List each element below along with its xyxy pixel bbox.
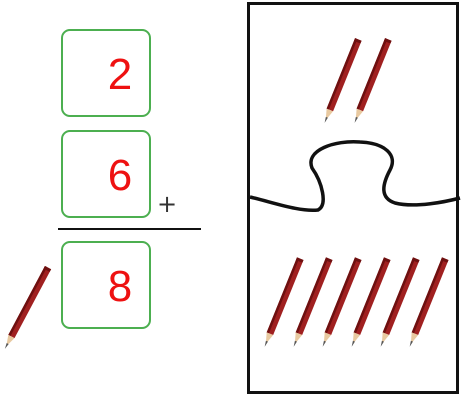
pencil-bottom-1 [264,257,304,347]
pencil-bottom-5 [380,257,420,347]
pencil-bottom-2 [293,257,333,347]
addend-top-box: 2 [61,29,151,117]
sum-line [58,228,201,230]
pencil-bottom-6 [409,257,449,347]
sum-value: 8 [107,262,133,311]
pencil-bottom-3 [322,257,362,347]
sum-box: 8 [61,241,151,329]
pencil-top-2 [354,38,392,123]
addend-top-value: 2 [107,50,133,99]
pencil-top-1 [324,38,362,123]
addend-bottom-box: 6 [61,130,151,218]
pencil-bottom-4 [351,257,391,347]
pencil-side [4,265,52,349]
plus-sign: + [157,190,178,218]
addend-bottom-value: 6 [107,151,133,200]
